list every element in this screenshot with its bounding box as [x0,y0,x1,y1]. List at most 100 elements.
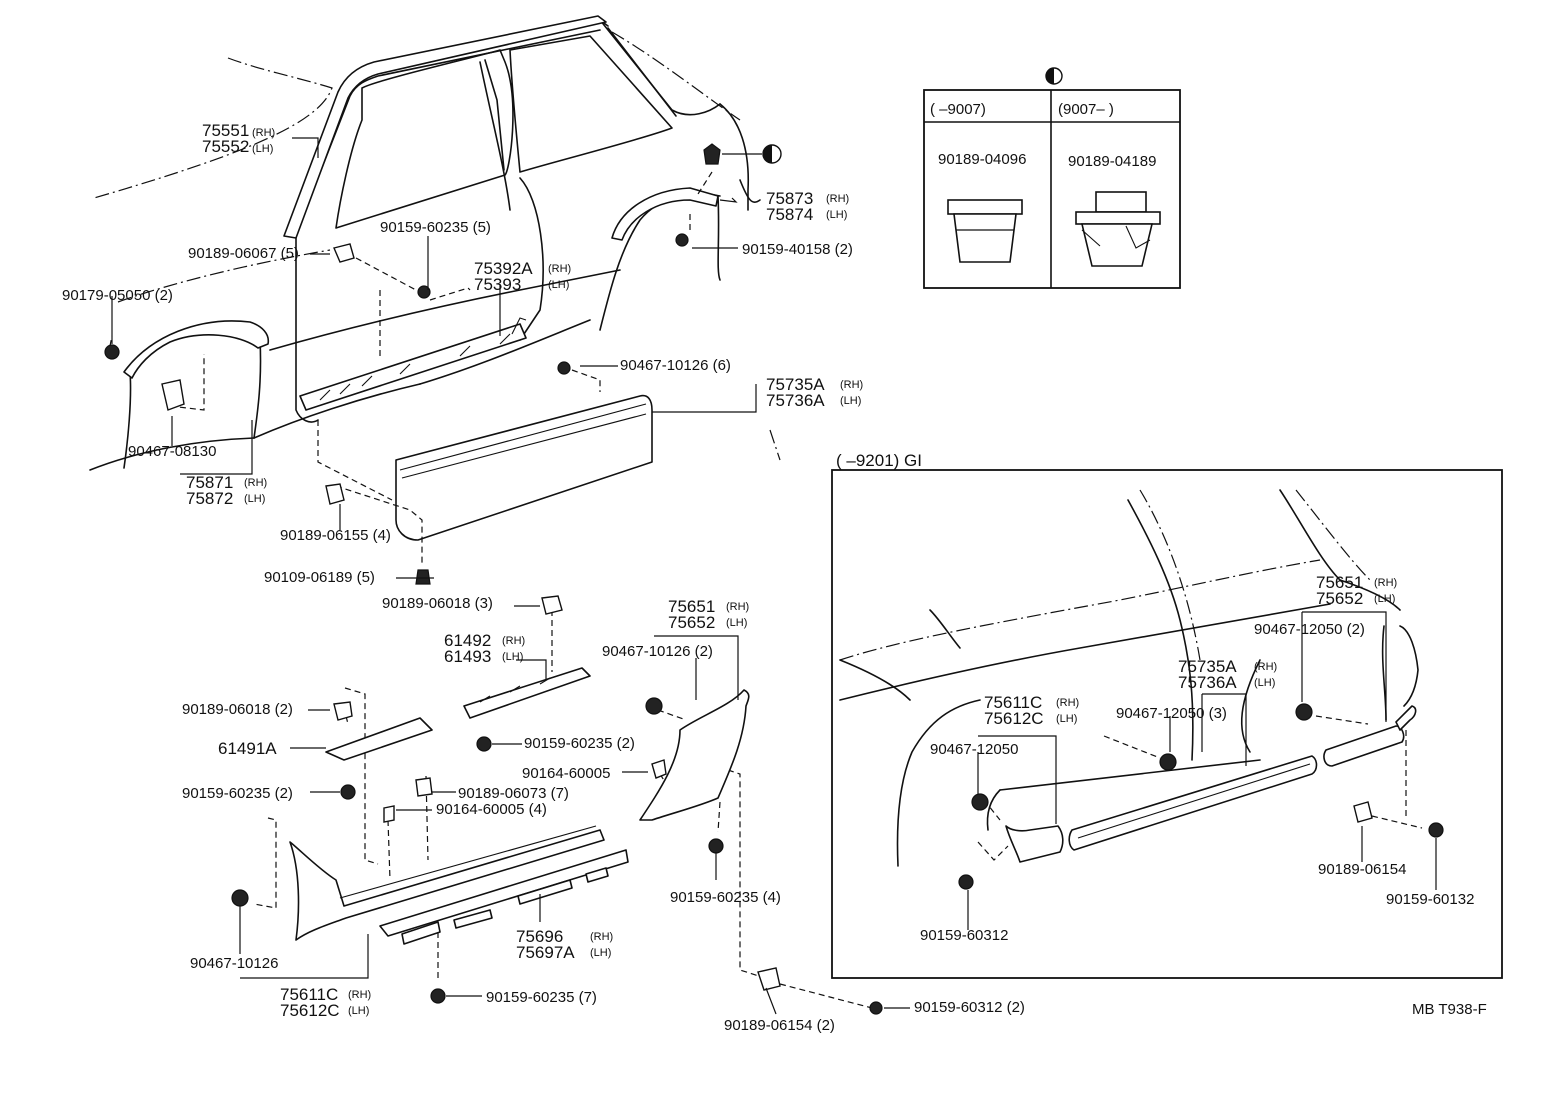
table-part-90189-04096: 90189-04096 [938,151,1026,168]
callout-90109-06189: 90109-06189 (5) [264,569,375,586]
callout-61493: 61493 [444,647,491,666]
callout-75612C: 75612C [280,1001,340,1020]
callout-90159-60312-2: 90159-60312 (2) [914,999,1025,1016]
inset-callout-75736A: 75736A [1178,673,1237,692]
main-callouts: 75551 (RH) 75552 (LH) 90189-06067 (5) 90… [62,121,1025,1034]
roof-drip-moulding [283,15,607,239]
callout-rh-label: (RH) [726,601,749,613]
callout-rh-label: (RH) [252,127,275,139]
callout-90159-60235-5: 90159-60235 (5) [380,219,491,236]
callout-lh-label: (LH) [726,617,747,629]
callout-90189-06154-2: 90189-06154 (2) [724,1017,835,1034]
callout-90189-06155: 90189-06155 (4) [280,527,391,544]
inset-callout-75735A: 75735A [1178,657,1237,676]
inset-callout-90467-12050: 90467-12050 [930,741,1018,758]
callout-lh-label: (LH) [826,209,847,221]
callout-75393: 75393 [474,275,521,294]
callout-lh-label: (LH) [1374,593,1395,605]
callout-90467-10126-2: 90467-10126 (2) [602,643,713,660]
inset-rear-moulding [1323,725,1405,767]
inset-gi-variant: ( –9201) GI [831,451,1503,979]
rocker-step-trim [379,849,629,937]
table-col-after-9007: (9007– ) [1058,101,1114,118]
callout-rh-label: (RH) [348,989,371,1001]
callout-90159-60235-7: 90159-60235 (7) [486,989,597,1006]
callout-75874: 75874 [766,205,813,224]
callout-90159-60235-4: 90159-60235 (4) [670,889,781,906]
callout-90189-06018-2: 90189-06018 (2) [182,701,293,718]
leader-lines [111,137,910,1015]
callout-75697A: 75697A [516,943,575,962]
inset-callout-75612C: 75612C [984,709,1044,728]
callout-lh-label: (LH) [502,651,523,663]
callout-lh-label: (LH) [252,143,273,155]
callout-90159-60235-2a: 90159-60235 (2) [182,785,293,802]
callout-75872: 75872 [186,489,233,508]
callout-75392A: 75392A [474,259,533,278]
callout-61492: 61492 [444,631,491,650]
callout-90189-06018-3: 90189-06018 (3) [382,595,493,612]
callout-75611C: 75611C [280,985,338,1004]
inset-rocker-moulding-front [1005,825,1064,863]
table-part-90189-04189: 90189-04189 [1068,153,1156,170]
callout-90189-06067: 90189-06067 (5) [188,245,299,262]
inset-callout-90159-60312: 90159-60312 [920,927,1008,944]
inset-callout-90159-60132: 90159-60132 [1386,891,1474,908]
callout-rh-label: (RH) [840,379,863,391]
rear-wheel-arch-moulding [611,187,719,241]
callout-61491A: 61491A [218,739,277,758]
callout-rh-label: (RH) [244,477,267,489]
inset-callout-90467-12050-3: 90467-12050 (3) [1116,705,1227,722]
callout-90164-60005: 90164-60005 [522,765,610,782]
callout-rh-label: (RH) [1374,577,1397,589]
rocker-bracket [299,323,527,411]
front-wheel-arch-moulding [123,320,270,379]
callout-rh-label: (RH) [1056,697,1079,709]
callout-rh-label: (RH) [1254,661,1277,673]
inset-callout-75652: 75652 [1316,589,1363,608]
inset-callout-90189-06154: 90189-06154 [1318,861,1406,878]
callout-75696: 75696 [516,927,563,946]
callout-75652: 75652 [668,613,715,632]
callout-rh-label: (RH) [590,931,613,943]
connection-lines [109,171,873,1009]
callout-lh-label: (LH) [348,1005,369,1017]
callout-lh-label: (LH) [590,947,611,959]
callout-75551: 75551 [202,121,249,140]
callout-90159-60235-2b: 90159-60235 (2) [524,735,635,752]
side-protector-moulding [395,394,653,541]
half-moon-icon [722,67,1063,164]
inset-callout-75651: 75651 [1316,573,1363,592]
inset-side-moulding [1068,755,1318,851]
callout-75552: 75552 [202,137,249,156]
callout-90164-60005-4: 90164-60005 (4) [436,801,547,818]
callout-90189-06073: 90189-06073 (7) [458,785,569,802]
table-col-before-9007: ( –9007) [930,101,986,118]
rocker-panel-moulding [289,829,605,941]
callout-75871: 75871 [186,473,233,492]
callout-90467-10126: 90467-10126 [190,955,278,972]
inset-title: ( –9201) GI [836,451,922,470]
callout-lh-label: (LH) [1056,713,1077,725]
callout-75651: 75651 [668,597,715,616]
fastener-clips [104,143,883,1015]
rear-quarter-moulding [639,689,750,821]
callout-lh-label: (LH) [840,395,861,407]
rocker-retainer-61491A [325,717,433,761]
callout-90159-40158: 90159-40158 (2) [742,241,853,258]
callout-lh-label: (LH) [1254,677,1275,689]
inset-callout-75611C: 75611C [984,693,1042,712]
callout-rh-label: (RH) [826,193,849,205]
variant-table: ( –9007) (9007– ) 90189-04096 90189-0418… [923,89,1181,289]
callout-lh-label: (LH) [548,279,569,291]
callout-90467-10126-6: 90467-10126 (6) [620,357,731,374]
callout-75873: 75873 [766,189,813,208]
callout-90467-08130: 90467-08130 [128,443,216,460]
callout-90179-05050: 90179-05050 (2) [62,287,173,304]
callout-75736A: 75736A [766,391,825,410]
callout-lh-label: (LH) [244,493,265,505]
callout-rh-label: (RH) [548,263,571,275]
callout-75735A: 75735A [766,375,825,394]
